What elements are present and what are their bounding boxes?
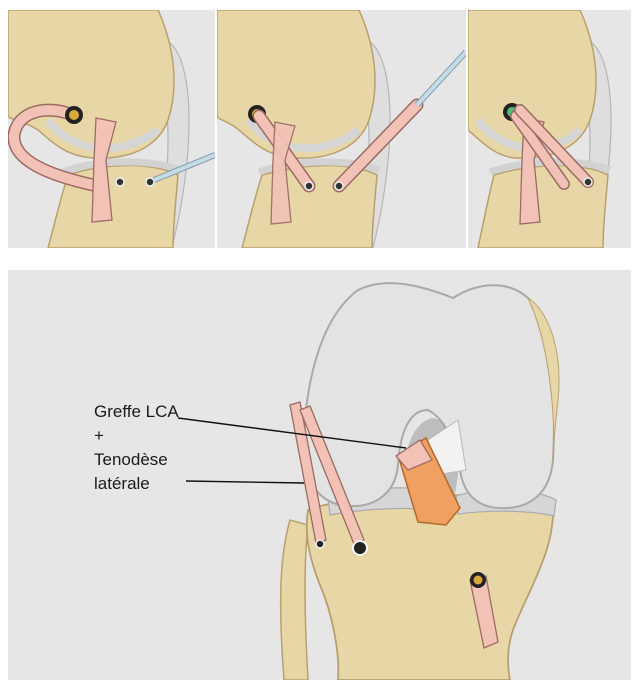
knee-front-panel: Greffe LCA + Tenodèse latérale bbox=[8, 270, 631, 680]
step-3-panel bbox=[468, 10, 631, 248]
tenodesis-label-line1: Tenodèse bbox=[94, 448, 179, 472]
step-2-panel bbox=[217, 10, 466, 248]
acl-graft-label: Greffe LCA bbox=[94, 400, 179, 424]
step-1-illustration bbox=[8, 10, 215, 248]
annotation-block: Greffe LCA + Tenodèse latérale bbox=[94, 400, 179, 496]
tenodesis-label-line2: latérale bbox=[94, 472, 179, 496]
step-3-illustration bbox=[468, 10, 631, 248]
step-1-panel bbox=[8, 10, 215, 248]
fibula-bone bbox=[281, 520, 308, 680]
step-2-illustration bbox=[217, 10, 466, 248]
plus-label: + bbox=[94, 424, 179, 448]
